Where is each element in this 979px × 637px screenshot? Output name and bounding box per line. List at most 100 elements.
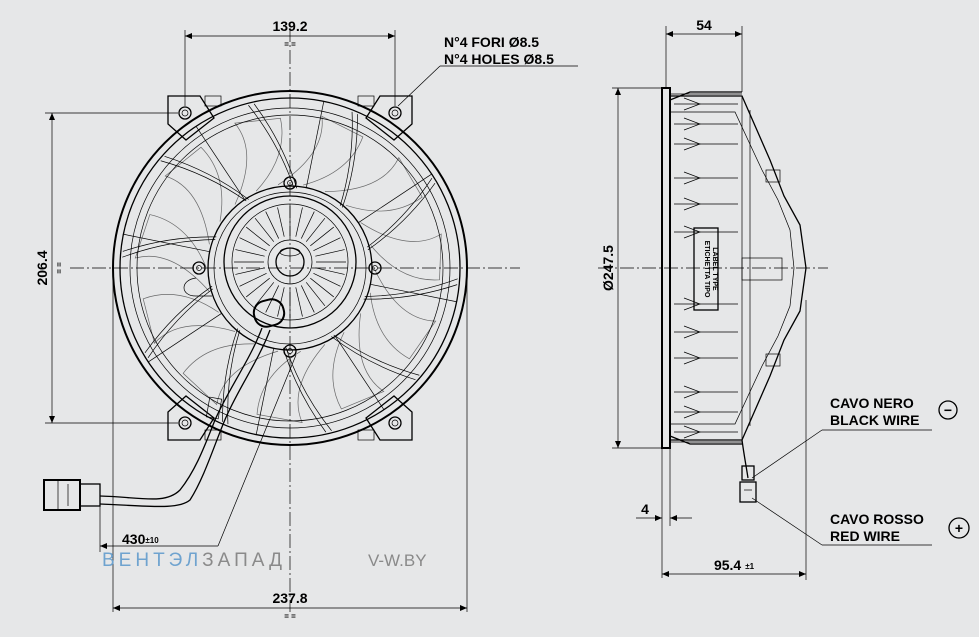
- blade-outline: [332, 313, 385, 410]
- mounting-tab-top-right: [365, 95, 413, 141]
- support-struts: [122, 101, 458, 435]
- motor-fin: [313, 237, 341, 252]
- minus-symbol-circle: [938, 400, 958, 420]
- strut-line: [282, 347, 327, 433]
- side-dim-top-value: 54: [696, 17, 712, 33]
- spoke-line: [255, 348, 275, 435]
- motor-fin: [300, 285, 315, 313]
- motor-fin: [245, 226, 270, 247]
- fan-blades: [134, 115, 442, 423]
- black-wire-italian: CAVO NERO: [830, 395, 914, 411]
- front-view: 139.2 = = 206.4 = = 237.8 = = 430±10 N°4…: [34, 18, 578, 621]
- black-wire-english: BLACK WIRE: [830, 412, 919, 428]
- mounting-hole-top-left: [178, 106, 192, 120]
- side-dim-small-value: 4: [641, 501, 649, 517]
- spoke-line: [123, 233, 210, 253]
- red-wire-english: RED WIRE: [830, 528, 900, 544]
- motor-fin: [235, 249, 265, 257]
- motor-fin: [239, 237, 267, 252]
- strut-line: [122, 239, 216, 258]
- motor-fin: [245, 277, 270, 298]
- strut-line: [285, 347, 332, 431]
- side-rib-tooth: [683, 405, 701, 419]
- motor-fin: [277, 207, 285, 237]
- motor-fin: [315, 267, 345, 275]
- cable-grommet: [252, 298, 286, 328]
- spoke-line: [370, 283, 457, 303]
- blade-outline: [164, 146, 223, 245]
- motor-fin: [254, 217, 275, 242]
- side-connector-bottom: [739, 481, 757, 503]
- strut-line: [160, 160, 247, 202]
- cable-length-value: 430±10: [122, 531, 159, 547]
- plus-symbol: +: [955, 520, 963, 536]
- blade-outline: [256, 344, 326, 423]
- motor-fin: [305, 217, 326, 242]
- side-ribs: [674, 97, 738, 439]
- mounting-tabs: [167, 95, 413, 441]
- side-rib-tooth: [683, 97, 701, 111]
- blade-outline: [134, 214, 210, 292]
- motor-fins: [234, 206, 346, 318]
- cable-dim-leader: [217, 354, 297, 547]
- motor-fin: [310, 226, 335, 247]
- strut-line: [144, 285, 213, 354]
- side-motor-plug: [741, 257, 783, 281]
- motor-fin: [295, 287, 303, 317]
- mounting-tab-top-left: [167, 95, 215, 141]
- minus-symbol: −: [944, 402, 952, 418]
- brand-logo-ellipse: [279, 247, 301, 257]
- strut-line: [147, 288, 213, 359]
- plus-symbol-circle: [948, 517, 970, 539]
- hub-screws: [192, 176, 382, 358]
- mounting-tab-bottom-right: [365, 395, 413, 441]
- mounting-hole-bottom-right: [388, 416, 402, 430]
- blade-outline: [234, 117, 283, 205]
- side-rib-tooth: [683, 325, 701, 339]
- side-view: ETICHETTA TIPO LABEL TYPE 54 Ø247.5 4 95…: [598, 17, 970, 580]
- dim-left-sub: = =: [55, 262, 64, 274]
- side-rib-tooth: [683, 385, 701, 399]
- side-rib-tooth: [683, 197, 701, 211]
- strut-line: [333, 334, 420, 376]
- motor-fin: [310, 277, 335, 298]
- motor-fin: [254, 282, 275, 307]
- blade-outline: [277, 115, 364, 186]
- side-rib-tooth: [683, 117, 701, 131]
- side-shroud: [669, 95, 807, 441]
- motor-fin: [235, 267, 265, 275]
- motor-fin: [239, 272, 267, 287]
- watermark-site: V-W.BY: [368, 551, 427, 570]
- spoke-line: [335, 336, 385, 410]
- red-wire-italian: CAVO ROSSO: [830, 511, 924, 527]
- motor-fin: [295, 207, 303, 237]
- motor-fin: [305, 282, 326, 307]
- side-label-box: [693, 227, 719, 311]
- strut-line: [342, 114, 358, 208]
- motor-center-ring: [267, 239, 313, 285]
- blade-tip-ring: [129, 107, 451, 429]
- motor-mount-ring: [207, 185, 373, 351]
- motor-fin: [313, 272, 341, 287]
- side-rib-tooth: [683, 297, 701, 311]
- inner-shroud-ring: [119, 97, 461, 439]
- side-rib-tooth: [683, 171, 701, 185]
- dim-top-value: 139.2: [272, 18, 307, 34]
- dim-left-value: 206.4: [34, 250, 50, 285]
- dim-bottom-sub: = =: [284, 612, 296, 621]
- dim-bottom-value: 237.8: [272, 590, 307, 606]
- motor-fin: [265, 211, 280, 239]
- red-wire-leader: [751, 497, 823, 546]
- blade-outline: [369, 267, 437, 360]
- spoke-line: [195, 126, 245, 200]
- motor-fin: [315, 249, 345, 257]
- strut-line: [222, 328, 238, 422]
- strut-line: [367, 177, 433, 248]
- side-rib-tooth: [683, 351, 701, 365]
- strut-line: [363, 284, 458, 300]
- blade-outline: [324, 156, 423, 212]
- holes-note-english: N°4 HOLES Ø8.5: [444, 51, 554, 67]
- side-wire: [741, 439, 749, 479]
- strut-line: [248, 105, 295, 189]
